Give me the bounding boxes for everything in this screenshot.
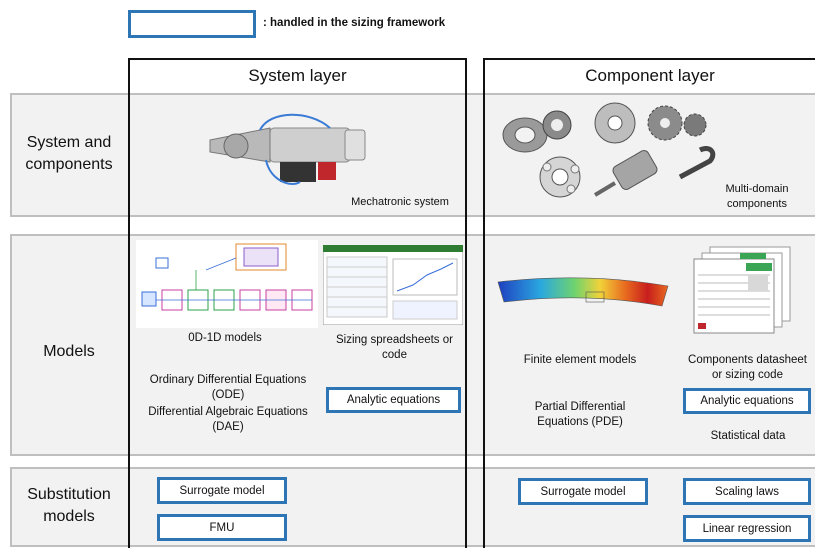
row-label-system-components: System and components: [10, 132, 128, 176]
block-diagram-image: [136, 240, 318, 328]
finite-element-label: Finite element models: [523, 354, 637, 366]
ode-line: (ODE): [211, 389, 245, 401]
column-frame-system: [128, 58, 467, 548]
statistical-data-label: Statistical data: [710, 430, 786, 442]
datasheet-label: Components datasheet or sizing code: [680, 353, 815, 383]
fmu-box: FMU: [157, 514, 287, 541]
pde-line: Partial Differential: [534, 401, 626, 413]
surrogate-model-system-box: Surrogate model: [157, 477, 287, 504]
sizing-spreadsheets-line: Sizing spreadsheets or: [336, 334, 453, 346]
pde-label: Partial Differential Equations (PDE): [510, 400, 650, 430]
surrogate-model-component-box: Surrogate model: [518, 478, 648, 505]
finite-element-image: [497, 277, 669, 307]
column-title-component: Component layer: [585, 66, 715, 85]
dae-label: Differential Algebraic Equations (DAE): [133, 405, 323, 435]
legend-text: : handled in the sizing framework: [263, 17, 446, 29]
legend-sample-box: [128, 10, 256, 38]
linear-regression-box: Linear regression: [683, 515, 811, 542]
row-band-system-components: [10, 93, 815, 217]
row-label-substitution: Substitution models: [10, 484, 128, 528]
analytic-equations-component-box: Analytic equations: [683, 388, 811, 414]
multi-domain-line: Multi-domain: [725, 183, 789, 195]
row-label-line: System and: [26, 134, 112, 151]
pde-line: Equations (PDE): [537, 416, 623, 428]
datasheet-line: Components datasheet: [688, 354, 807, 366]
ode-line: Ordinary Differential Equations: [149, 374, 307, 386]
sizing-spreadsheets-line: code: [382, 349, 407, 361]
dae-line: (DAE): [212, 421, 244, 433]
multi-domain-label: Multi-domain components: [712, 182, 802, 212]
row-band-substitution: [10, 467, 815, 547]
column-frame-component: [483, 58, 815, 548]
row-label-line: models: [43, 508, 95, 525]
multi-domain-line: components: [727, 198, 787, 210]
column-title-system: System layer: [248, 66, 347, 85]
analytic-equations-system-box: Analytic equations: [326, 387, 461, 413]
datasheet-line: or sizing code: [712, 369, 783, 381]
scaling-laws-box: Scaling laws: [683, 478, 811, 505]
mechatronic-system-label: Mechatronic system: [351, 196, 449, 208]
ode-label: Ordinary Differential Equations (ODE): [133, 373, 323, 403]
spreadsheet-image: [323, 245, 463, 325]
zero-d-one-d-label: 0D-1D models: [188, 332, 262, 344]
row-label-line: Substitution: [27, 486, 111, 503]
mechatronic-system-image: [209, 113, 366, 185]
dae-line: Differential Algebraic Equations: [148, 406, 308, 418]
row-label-models: Models: [43, 343, 95, 360]
row-label-line: components: [25, 156, 113, 173]
sizing-spreadsheets-label: Sizing spreadsheets or code: [322, 333, 467, 363]
datasheet-image: [693, 246, 791, 334]
components-image: [502, 102, 716, 198]
